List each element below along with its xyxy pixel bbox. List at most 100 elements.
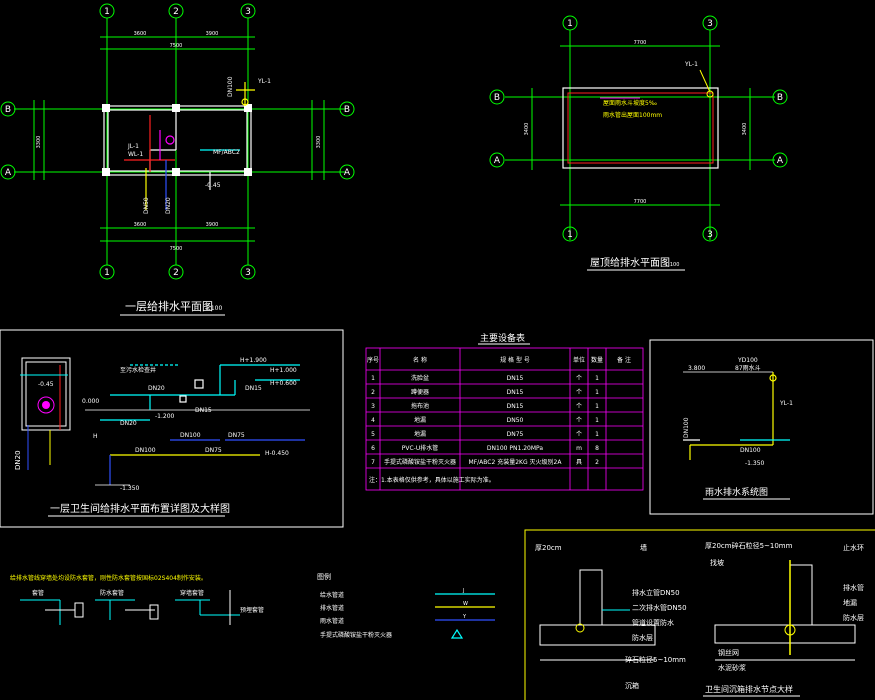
- equipment-table-grid: [365, 347, 644, 491]
- section-label-cement: 水泥砂浆: [718, 663, 746, 672]
- fire-extinguisher-icon: [450, 628, 464, 639]
- legend-symbols: [435, 593, 495, 639]
- plan1-label-dn100: DN100: [227, 76, 234, 97]
- detail-label-note: 至污水检查井: [120, 366, 156, 374]
- plan1-axis-1-bottom: 1: [104, 268, 110, 278]
- section-label-pipe50b: 二次排水管DN50: [632, 603, 687, 612]
- section-label-r5: 止水环: [843, 543, 864, 552]
- riser-label-yl1: YL-1: [779, 400, 793, 407]
- plan2-axis-3-top: 3: [707, 19, 713, 29]
- equipment-cell-1-3: 个: [576, 389, 582, 396]
- plan1-dim-top-1: 3600: [134, 31, 147, 37]
- equipment-header-5: 备 注: [617, 356, 631, 364]
- equipment-cell-3-1: 地漏: [414, 416, 426, 424]
- plan2-dim-top: 7700: [634, 40, 647, 46]
- plan2-title-text: 屋顶给排水平面图: [590, 256, 670, 269]
- equipment-cell-0-2: DN15: [507, 375, 524, 382]
- equipment-cell-2-1: 拖布池: [411, 402, 429, 410]
- plan2-roof-outline: [562, 69, 719, 169]
- equipment-cell-3-3: 个: [576, 417, 582, 424]
- pipe-note-label-4: 预埋套管: [240, 606, 264, 614]
- detail-label-h4: H-0.450: [265, 450, 289, 457]
- equipment-cell-5-3: m: [576, 445, 582, 452]
- plan1-dim-total-bottom: 7500: [170, 246, 183, 252]
- plan2-note-1: 屋面雨水斗坡度5‰: [603, 99, 657, 107]
- plan1-axis-2-top: 2: [173, 7, 179, 17]
- plan2-dim-right: 3400: [742, 123, 748, 136]
- equipment-cell-5-1: PVC-U排水管: [402, 444, 438, 452]
- equipment-title: 主要设备表: [480, 332, 525, 344]
- plan1-label-wl1: WL-1: [128, 151, 143, 158]
- plan2-note-2: 雨水管出屋面100mm: [603, 111, 662, 119]
- section-label-mesh: 钢丝网: [718, 648, 739, 657]
- section-label-t2: 厚20cm碎石粒径5~10mm: [705, 541, 793, 550]
- equipment-cell-0-1: 洗脸盆: [411, 374, 429, 382]
- plan1-dim-total-top: 7500: [170, 43, 183, 49]
- detail-label-h2: H+1.000: [270, 367, 297, 374]
- detail-label-dn15a: DN15: [245, 385, 262, 392]
- equipment-cell-2-4: 1: [595, 403, 599, 410]
- equipment-cell-6-1: 手提式磷酸铵盐干粉灭火器: [384, 458, 456, 466]
- riser-label-left: DN100: [683, 417, 690, 438]
- detail-title-text: 一层卫生间给排水平面布置详图及大样图: [50, 502, 230, 515]
- section-title-text: 卫生间沉箱排水节点大样: [705, 684, 793, 694]
- riser-label-dn100: DN100: [740, 447, 761, 454]
- plan1-dim-side-right: 3300: [316, 136, 322, 149]
- equipment-cell-5-4: 8: [595, 445, 599, 452]
- plan1-dim-top-2: 3900: [206, 31, 219, 37]
- plan1-dim-side-left: 3300: [36, 136, 42, 149]
- legend-item-4-label: 手提式磷酸铵盐干粉灭火器: [320, 631, 392, 639]
- detail-label-dn20a: DN20: [148, 385, 165, 392]
- equipment-cell-4-3: 个: [576, 431, 582, 438]
- plan1-label-dn20: DN20: [165, 197, 172, 214]
- plan2-axis-1-bottom: 1: [567, 230, 573, 240]
- plan1-label-yl1: YL-1: [257, 78, 271, 85]
- detail-plan-fl: -0.45: [38, 381, 54, 388]
- equipment-cell-1-0: 2: [371, 389, 375, 396]
- equipment-cell-4-1: 地漏: [414, 430, 426, 438]
- detail-label-h1: H+1.900: [240, 357, 267, 364]
- equipment-cell-4-2: DN75: [507, 431, 524, 438]
- plan1-label-fl: -0.45: [205, 182, 221, 189]
- pipe-note-label-1: 套管: [32, 589, 44, 597]
- plan2-dim-bottom: 7700: [634, 199, 647, 205]
- equipment-cell-1-1: 蹲便器: [411, 388, 429, 396]
- equipment-cell-4-4: 1: [595, 431, 599, 438]
- equipment-cell-6-2: MF/ABC2 充装量2KG 灭火级别2A: [469, 458, 563, 466]
- plan1-label-jl1: JL-1: [127, 143, 139, 150]
- detail-label-dn100a: DN100: [180, 432, 201, 439]
- plan1-axis-b-left: B: [5, 105, 11, 115]
- plan1-axis-a-right: A: [344, 168, 351, 178]
- plan1-title: 一层给排水平面图 1:100: [120, 299, 225, 316]
- equipment-header-4: 数量: [591, 356, 603, 364]
- equipment-cell-6-4: 2: [595, 459, 599, 466]
- plan1-dim-bottom-2: 3900: [206, 222, 219, 228]
- detail-isometric: [85, 364, 310, 486]
- detail-label-dn75b: DN75: [205, 447, 222, 454]
- plan1-axis-3-bottom: 3: [245, 268, 251, 278]
- equipment-header-2: 规 格 型 号: [500, 356, 530, 364]
- plan2-axis-a-left: A: [494, 156, 501, 166]
- plan2-axis-b-left: B: [494, 93, 500, 103]
- legend-item-1-code: J: [462, 588, 464, 594]
- riser-label-yd: YD100: [737, 357, 758, 364]
- plan2-axis-3-bottom: 3: [707, 230, 713, 240]
- equipment-cell-2-2: DN15: [507, 403, 524, 410]
- plan1-axis-1-top: 1: [104, 7, 110, 17]
- equipment-cell-2-0: 3: [371, 403, 375, 410]
- plan1-title-text: 一层给排水平面图: [125, 299, 213, 313]
- riser-title-text: 雨水排水系统图: [705, 486, 768, 498]
- equipment-cell-3-2: DN50: [507, 417, 524, 424]
- plan1-axis-3-top: 3: [245, 7, 251, 17]
- detail-label-h5: -1.200: [155, 413, 175, 420]
- plan1-axis-a-left: A: [5, 168, 12, 178]
- equipment-header-3: 单位: [573, 356, 585, 364]
- equipment-header-0: 序号: [367, 356, 379, 364]
- section-frame: [524, 529, 875, 700]
- equipment-cell-0-3: 个: [576, 375, 582, 382]
- legend-title: 图例: [317, 572, 331, 581]
- section-label-r3: 地漏: [843, 598, 857, 607]
- riser-label-top: 87雨水斗: [735, 364, 761, 372]
- equipment-cell-6-3: 具: [576, 459, 582, 466]
